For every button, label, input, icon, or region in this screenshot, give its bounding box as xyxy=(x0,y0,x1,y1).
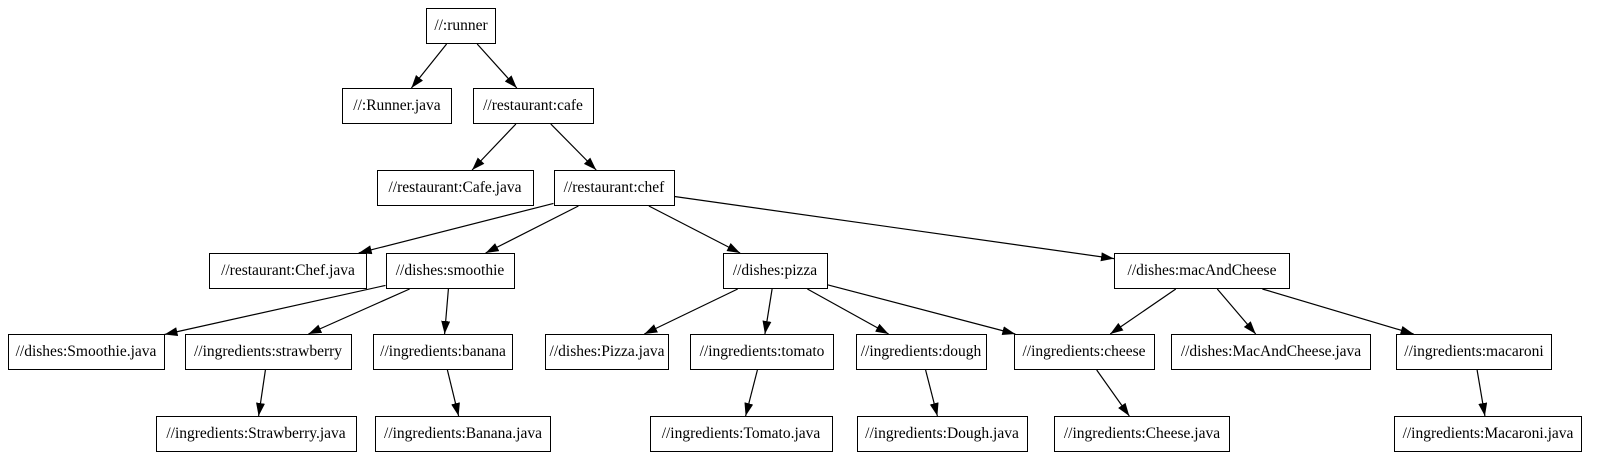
graph-edge-chef-to-smoothie xyxy=(485,205,579,254)
graph-node-runner-java: //:Runner.java xyxy=(342,88,452,124)
graph-node-chef: //restaurant:chef xyxy=(553,170,675,206)
graph-node-tomato: //ingredients:tomato xyxy=(690,334,834,370)
graph-node-dough-java: //ingredients:Dough.java xyxy=(856,416,1028,452)
graph-node-cheese-java: //ingredients:Cheese.java xyxy=(1054,416,1230,452)
graph-edge-strawberry-to-strawberry-java xyxy=(256,369,266,417)
graph-edge-cheese-to-cheese-java xyxy=(1096,369,1130,417)
graph-node-tomato-java: //ingredients:Tomato.java xyxy=(649,416,833,452)
graph-node-pizza: //dishes:pizza xyxy=(722,253,828,289)
graph-edge-macaroni-to-macaroni-java xyxy=(1476,369,1488,417)
graph-edge-dough-to-dough-java xyxy=(925,369,939,417)
graph-node-macaroni: //ingredients:macaroni xyxy=(1396,334,1552,370)
graph-edge-chef-to-chef-java xyxy=(358,202,554,255)
graph-edge-cafe-to-chef xyxy=(550,123,597,171)
graph-edges xyxy=(164,43,1488,417)
graph-node-cafe-java: //restaurant:Cafe.java xyxy=(376,170,534,206)
graph-edge-mac-and-cheese-to-macaroni xyxy=(1262,288,1414,335)
graph-node-smoothie-java: //dishes:Smoothie.java xyxy=(7,334,165,370)
graph-edge-pizza-to-dough xyxy=(807,288,889,335)
graph-node-strawberry: //ingredients:strawberry xyxy=(184,334,352,370)
graph-node-cheese: //ingredients:cheese xyxy=(1013,334,1155,370)
graph-edge-pizza-to-pizza-java xyxy=(644,288,738,335)
graph-edge-pizza-to-cheese xyxy=(827,284,1016,336)
graph-edge-chef-to-pizza xyxy=(648,205,741,254)
graph-edge-mac-and-cheese-to-cheese xyxy=(1109,288,1177,335)
graph-edge-banana-to-banana-java xyxy=(446,369,460,417)
graph-node-pizza-java: //dishes:Pizza.java xyxy=(545,334,669,370)
graph-node-cafe: //restaurant:cafe xyxy=(472,88,594,124)
graph-edge-runner-to-cafe xyxy=(476,43,518,89)
graph-node-runner: //:runner xyxy=(426,8,496,44)
graph-edge-pizza-to-tomato xyxy=(762,288,773,335)
graph-edge-smoothie-to-strawberry xyxy=(308,288,410,335)
graph-node-strawberry-java: //ingredients:Strawberry.java xyxy=(155,416,357,452)
graph-edge-tomato-to-tomato-java xyxy=(744,369,758,417)
graph-node-chef-java: //restaurant:Chef.java xyxy=(209,253,367,289)
graph-edge-smoothie-to-smoothie-java xyxy=(164,284,386,337)
graph-edge-mac-and-cheese-to-mac-and-cheese-java xyxy=(1216,288,1257,335)
graph-node-banana: //ingredients:banana xyxy=(373,334,513,370)
graph-edge-cafe-to-cafe-java xyxy=(471,123,517,171)
graph-node-mac-and-cheese-java: //dishes:MacAndCheese.java xyxy=(1171,334,1371,370)
graph-edge-smoothie-to-banana xyxy=(441,288,451,335)
graph-node-macaroni-java: //ingredients:Macaroni.java xyxy=(1394,416,1582,452)
graph-node-mac-and-cheese: //dishes:macAndCheese xyxy=(1114,253,1290,289)
graph-edge-runner-to-runner-java xyxy=(410,43,448,89)
graph-edge-chef-to-mac-and-cheese xyxy=(674,195,1115,262)
graph-node-smoothie: //dishes:smoothie xyxy=(385,253,515,289)
graph-node-banana-java: //ingredients:Banana.java xyxy=(375,416,551,452)
graph-node-dough: //ingredients:dough xyxy=(855,334,987,370)
